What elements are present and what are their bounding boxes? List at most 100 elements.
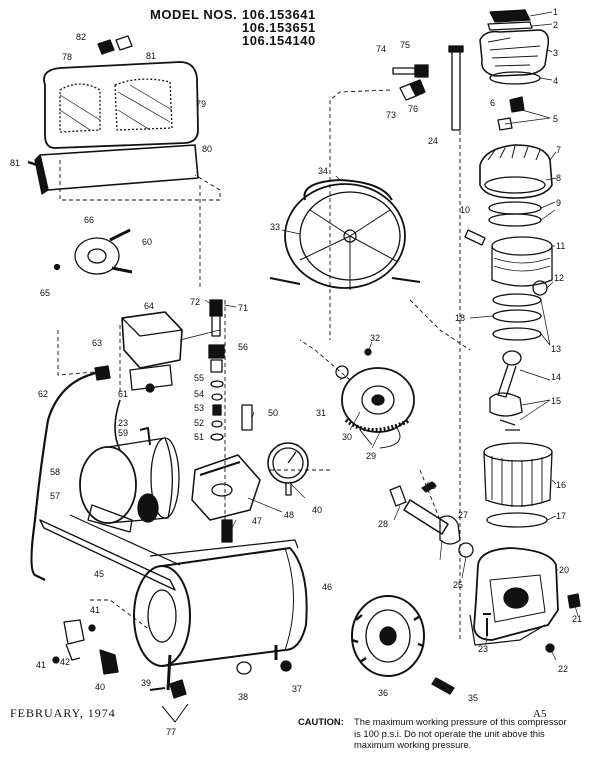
part-label-33: 33	[270, 222, 280, 232]
sheet-code: A5	[533, 708, 547, 720]
nipple-47	[221, 519, 233, 543]
motor-lead	[114, 399, 121, 451]
part-label-60: 60	[142, 237, 152, 247]
piston	[491, 236, 553, 287]
model-number-2: 106.153651	[242, 20, 316, 35]
retainer-ball	[532, 280, 548, 296]
part-label-5: 5	[553, 114, 558, 124]
part-label-2: 2	[553, 20, 558, 30]
part-label-1: 1	[553, 7, 558, 17]
motor-rail-2	[69, 514, 181, 566]
part-label-57: 57	[50, 491, 60, 501]
part-label-53: 53	[194, 403, 204, 413]
part-label-20: 20	[559, 565, 569, 575]
part-label-47: 47	[252, 516, 262, 526]
part-label-9: 9	[556, 198, 561, 208]
part-label-74: 74	[376, 44, 386, 54]
check-valve	[209, 299, 223, 337]
electric-motor	[79, 427, 180, 533]
part-label-32: 32	[370, 333, 380, 343]
part-label-27: 27	[458, 510, 468, 520]
model-number-1: 106.153641	[242, 7, 316, 22]
discharge-tube	[448, 45, 464, 131]
part-label-12: 12	[554, 273, 564, 283]
part-label-41b: 41	[36, 660, 46, 670]
model-number-3: 106.154140	[242, 33, 316, 48]
cylinder-gasket	[486, 512, 548, 528]
part-label-11: 11	[556, 241, 565, 251]
part-label-24: 24	[428, 136, 438, 146]
part-label-79: 79	[196, 99, 206, 109]
guard-bracket	[34, 144, 199, 195]
part-labels: 1 2 3 4 5 6 7 8 9 10 11 12 13 14 15 16 1…	[10, 7, 582, 737]
part-label-36: 36	[378, 688, 388, 698]
part-label-29: 29	[366, 451, 376, 461]
part-label-45: 45	[94, 569, 104, 579]
part-label-39: 39	[141, 678, 151, 688]
part-label-30: 30	[342, 432, 352, 442]
part-label-52: 52	[194, 418, 204, 428]
gasket-upper	[488, 201, 542, 215]
tank-wheel	[351, 595, 425, 677]
nut-38	[236, 661, 252, 675]
part-label-56: 56	[238, 342, 248, 352]
part-label-37: 37	[292, 684, 302, 694]
gasket-lower	[488, 213, 542, 227]
part-label-22: 22	[558, 664, 568, 674]
part-label-28: 28	[378, 519, 388, 529]
part-label-31: 31	[316, 408, 326, 418]
part-label-66: 66	[84, 215, 94, 225]
part-label-15: 15	[551, 396, 561, 406]
motor-rail	[39, 519, 176, 591]
part-label-48: 48	[284, 510, 294, 520]
drain-valve	[149, 679, 187, 699]
part-label-65: 65	[40, 288, 50, 298]
part-label-35: 35	[468, 693, 478, 703]
publication-date: FEBRUARY, 1974	[10, 706, 116, 720]
part-label-54: 54	[194, 389, 204, 399]
crankcase	[469, 547, 559, 646]
flywheel-pulley	[341, 367, 415, 449]
bolt-23	[483, 613, 491, 636]
callout-leaders	[179, 11, 579, 661]
part-label-50: 50	[268, 408, 278, 418]
part-label-34: 34	[318, 166, 328, 176]
manifold	[191, 454, 261, 521]
caution-label: CAUTION:	[298, 716, 344, 727]
belt-guard-cover	[43, 61, 199, 149]
part-label-40b: 40	[312, 505, 322, 515]
part-label-75: 75	[400, 40, 410, 50]
part-label-4: 4	[553, 76, 558, 86]
power-cord	[30, 370, 101, 581]
part-label-7: 7	[556, 145, 561, 155]
reed-valves	[497, 96, 525, 131]
part-label-71: 71	[238, 303, 248, 313]
part-label-63: 63	[92, 338, 102, 348]
key-31	[335, 365, 349, 379]
air-tank	[133, 539, 308, 691]
safety-valve	[208, 344, 253, 441]
screw-81-left	[27, 160, 41, 168]
part-label-64: 64	[144, 301, 154, 311]
part-label-51: 51	[194, 432, 204, 442]
part-label-81-top: 81	[146, 51, 156, 61]
model-prefix: MODEL NOS.	[150, 7, 238, 22]
tank-foot-37	[280, 660, 292, 672]
part-label-6: 6	[490, 98, 495, 108]
piston-ring-1	[492, 293, 542, 307]
piston-ring-2	[492, 309, 542, 323]
cylinder-barrel	[483, 442, 553, 507]
part-label-38: 38	[238, 692, 248, 702]
intake-filter	[479, 9, 550, 85]
caution-line-3: maximum working pressure.	[354, 739, 472, 750]
part-label-21: 21	[572, 614, 582, 624]
motor-pulley-wheel	[269, 183, 421, 290]
connecting-rod	[489, 350, 523, 431]
part-label-8: 8	[556, 173, 561, 183]
part-label-76: 76	[408, 104, 418, 114]
clip-81	[115, 35, 133, 51]
part-label-78: 78	[62, 52, 72, 62]
part-label-72: 72	[190, 297, 200, 307]
clip-78	[97, 39, 115, 55]
